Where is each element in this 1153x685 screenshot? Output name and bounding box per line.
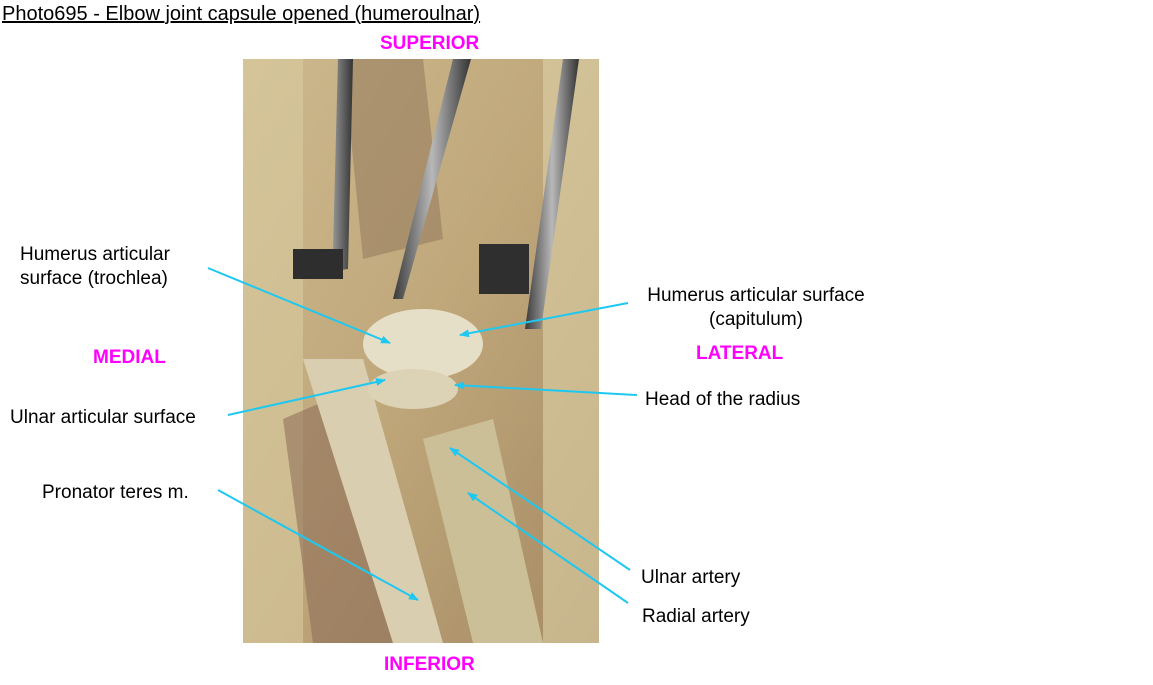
- label-ulnar-surface: Ulnar articular surface: [10, 407, 196, 428]
- label-radial-artery: Radial artery: [642, 606, 750, 627]
- label-capitulum: Humerus articular surface (capitulum): [630, 284, 882, 332]
- label-trochlea: Humerus articular surface (trochlea): [20, 243, 170, 291]
- label-pronator: Pronator teres m.: [42, 482, 189, 503]
- direction-superior: SUPERIOR: [380, 33, 480, 54]
- figure-title: Photo695 - Elbow joint capsule opened (h…: [2, 3, 481, 25]
- direction-inferior: INFERIOR: [384, 654, 475, 675]
- label-capitulum-line1: Humerus articular surface: [647, 285, 865, 306]
- label-ulnar-artery: Ulnar artery: [641, 567, 741, 588]
- label-trochlea-line1: Humerus articular: [20, 244, 170, 265]
- label-capitulum-line2: (capitulum): [709, 309, 803, 330]
- direction-lateral: LATERAL: [696, 343, 784, 364]
- direction-medial: MEDIAL: [93, 347, 166, 368]
- label-trochlea-line2: surface (trochlea): [20, 268, 168, 289]
- label-head-radius: Head of the radius: [645, 389, 801, 410]
- dissection-photo: [243, 59, 599, 643]
